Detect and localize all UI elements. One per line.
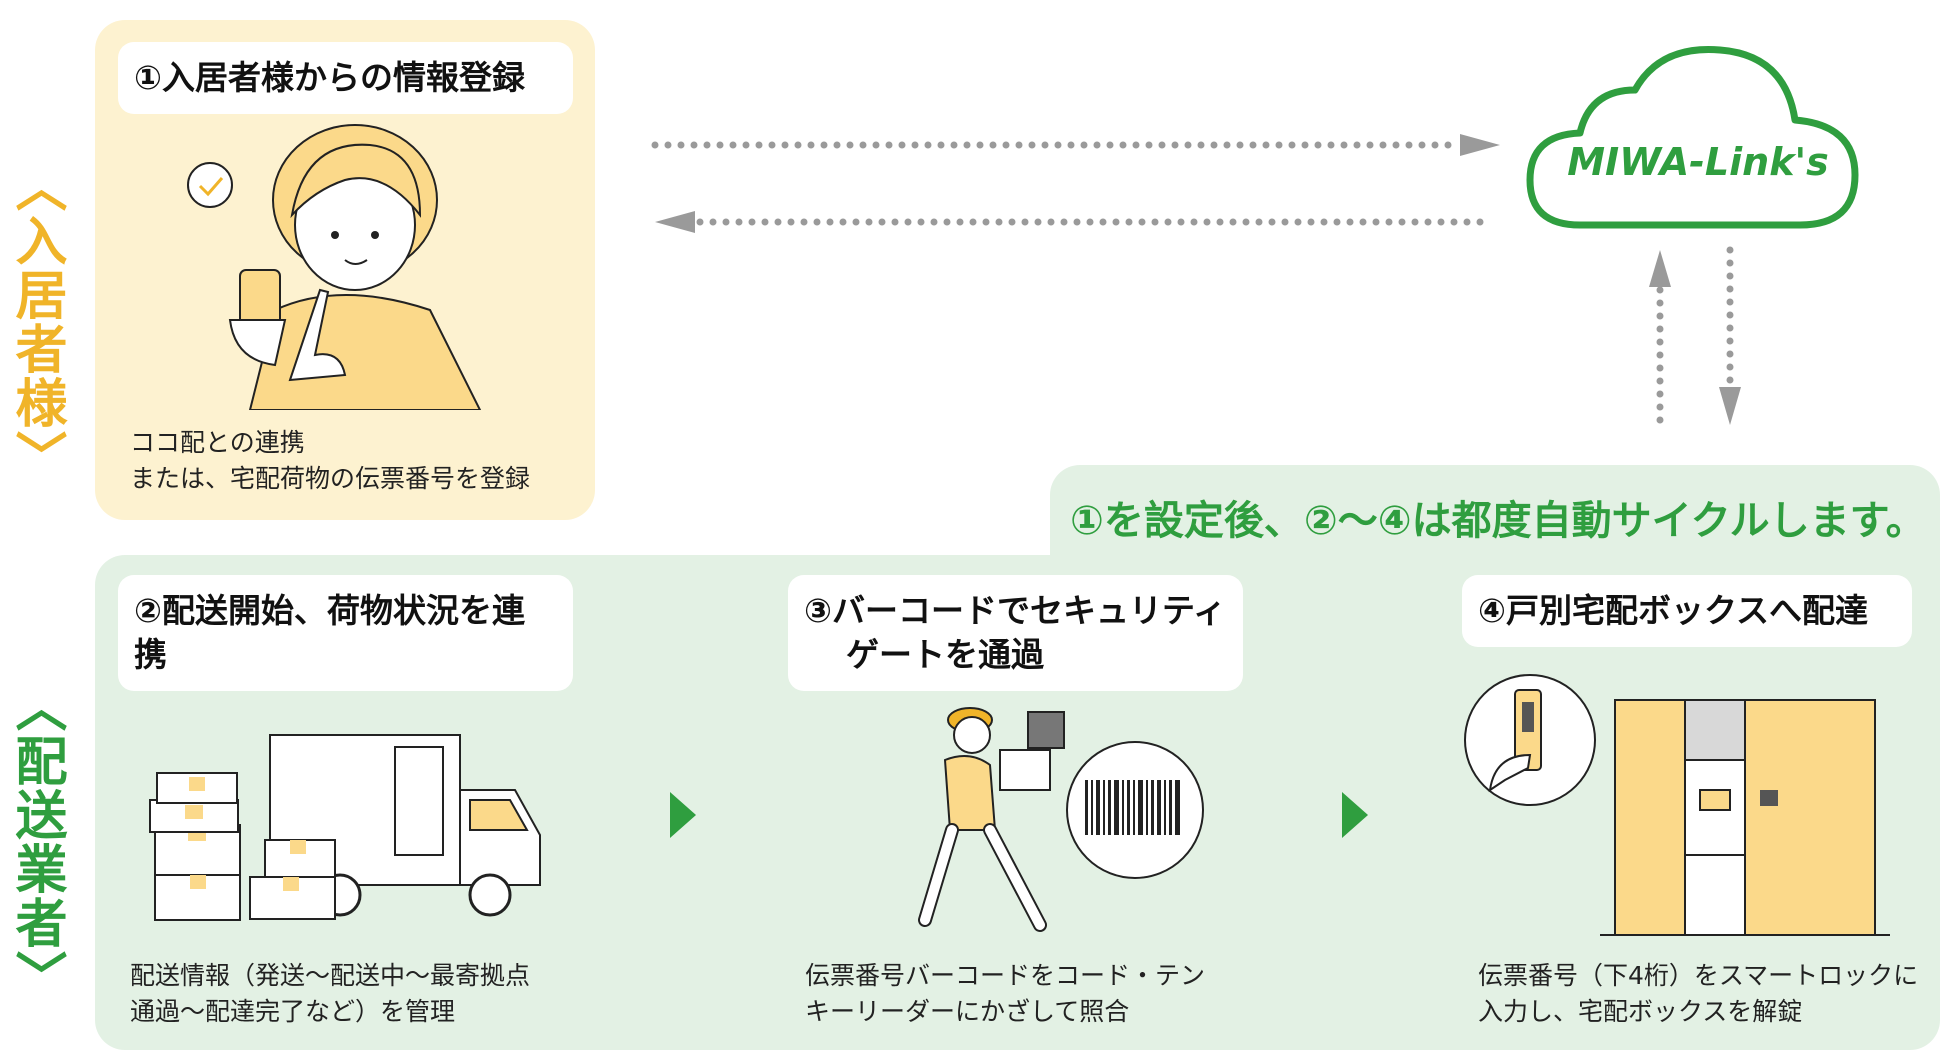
step3-title-card: ③バーコードでセキュリティ ゲートを通過 — [788, 575, 1243, 691]
delivery-side-label: 〈配送業者〉 — [6, 680, 66, 1004]
cloud-icon — [1526, 46, 1859, 229]
step2-desc-line1: 配送情報（発送～配送中～最寄拠点 — [130, 961, 531, 990]
step4-title-card: ④戸別宅配ボックスへ配達 — [1462, 575, 1912, 647]
arrow-left-icon — [655, 211, 695, 233]
cycle-tagline: ①を設定後、②～④は都度自動サイクルします。 — [1070, 498, 1926, 544]
step4-desc-line1: 伝票番号（下4桁）をスマートロックに — [1478, 961, 1919, 990]
step2-title-card: ②配送開始、荷物状況を連携 — [118, 575, 573, 691]
cloud-delivery-arrows — [1649, 246, 1741, 429]
step2-title: ②配送開始、荷物状況を連携 — [134, 591, 525, 674]
arrow-down-icon — [1719, 387, 1741, 425]
resident-smartphone-illustration — [187, 124, 482, 410]
step3-desc-line2: キーリーダーにかざして照合 — [805, 997, 1130, 1026]
cloud-brand-label: MIWA-Link's — [1567, 140, 1829, 184]
arrow-right-icon — [1460, 134, 1500, 156]
step4-desc-line2: 入力し、宅配ボックスを解錠 — [1478, 997, 1803, 1026]
step4-title: ④戸別宅配ボックスへ配達 — [1478, 591, 1868, 630]
delivery-box-illustration — [1464, 674, 1890, 936]
step3-title-line1: ③バーコードでセキュリティ — [804, 591, 1226, 630]
step1-description: ココ配との連携 または、宅配荷物の伝票番号を登録 — [130, 425, 530, 497]
step3-title-line2: ゲートを通過 — [846, 635, 1044, 674]
flow-arrow-icon — [670, 792, 696, 838]
resident-side-label: 〈入居者様〉 — [6, 160, 66, 484]
step1-desc-line2: または、宅配荷物の伝票番号を登録 — [130, 464, 531, 493]
delivery-truck-illustration — [149, 734, 541, 921]
step1-title: ①入居者様からの情報登録 — [134, 58, 525, 97]
flow-arrow-icon — [1342, 792, 1368, 838]
step3-description: 伝票番号バーコードをコード・テン キーリーダーにかざして照合 — [805, 958, 1205, 1030]
step3-desc-line1: 伝票番号バーコードをコード・テン — [805, 961, 1206, 990]
arrow-up-icon — [1649, 250, 1671, 287]
courier-barcode-illustration — [918, 707, 1204, 932]
step2-description: 配送情報（発送～配送中～最寄拠点 通過～配達完了など）を管理 — [130, 958, 530, 1030]
step4-description: 伝票番号（下4桁）をスマートロックに 入力し、宅配ボックスを解錠 — [1478, 958, 1918, 1030]
step1-title-card: ①入居者様からの情報登録 — [118, 42, 573, 114]
step1-desc-line1: ココ配との連携 — [130, 428, 305, 457]
step2-desc-line2: 通過～配達完了など）を管理 — [130, 997, 456, 1026]
resident-cloud-arrows — [651, 134, 1500, 233]
